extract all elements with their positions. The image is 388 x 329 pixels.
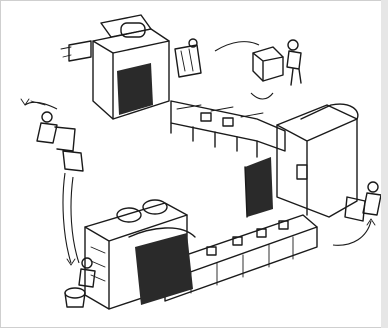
worker-bottom [65,258,95,307]
flow-arrows [21,42,375,265]
machine-bottom [85,200,195,309]
machine-top [61,15,169,119]
worker-top-right [175,39,301,85]
right-edge [381,0,388,328]
conveyor-upper [171,101,285,157]
worker-left [31,101,83,171]
machine-right [245,104,381,221]
